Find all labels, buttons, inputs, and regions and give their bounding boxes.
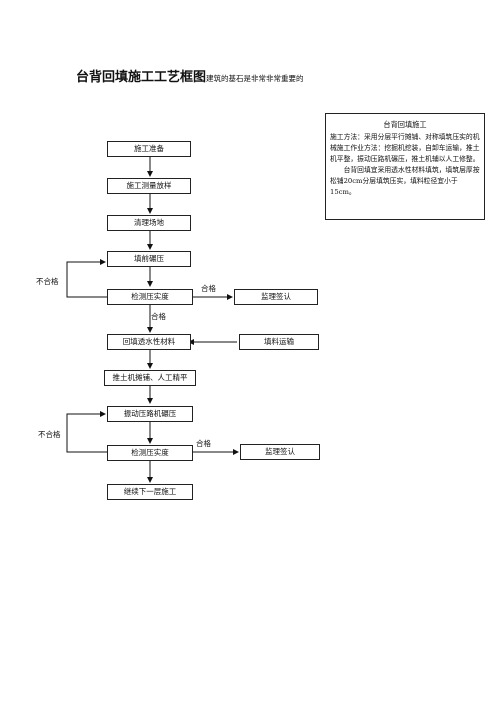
- step-prep: 施工准备: [107, 141, 191, 157]
- note-box: 台背回填施工 施工方法：采用分层平行摊铺、对称填筑压实的机械施工作业方法：挖掘机…: [325, 113, 485, 220]
- step-vibrate: 振动压路机碾压: [107, 406, 193, 422]
- step-survey: 施工测量放样: [107, 178, 191, 194]
- step-check2: 检测压实度: [107, 445, 193, 461]
- loop-fail2: [66, 411, 107, 453]
- loop-fail1: [66, 259, 107, 298]
- label-pass1-right: 合格: [201, 284, 216, 293]
- step-next: 继续下一层施工: [107, 484, 193, 500]
- page-title: 台背回填施工工艺框图建筑的基石是非常非常重要的: [76, 66, 304, 85]
- title-main: 台背回填施工工艺框图: [76, 70, 207, 85]
- side-supervise1: 监理签认: [234, 289, 318, 305]
- step-spread: 推土机摊铺、人工精平: [104, 370, 196, 386]
- label-pass2-right: 合格: [196, 439, 211, 448]
- step-clear: 清理场地: [107, 215, 191, 231]
- step-check1: 检测压实度: [107, 289, 193, 305]
- step-backfill: 回填透水性材料: [107, 334, 191, 350]
- label-fail2: 不合格: [38, 430, 61, 439]
- title-subtitle: 建筑的基石是非常非常重要的: [206, 74, 304, 83]
- label-fail1: 不合格: [36, 277, 59, 286]
- note-title: 台背回填施工: [383, 120, 427, 129]
- step-precompact: 填前碾压: [107, 251, 191, 267]
- note-paragraph-material: 台背回填宜采用透水性材料填筑，填筑层厚按松铺20cm分层填筑压实，填料粒径宜小于…: [330, 166, 480, 196]
- side-supervise2: 监理签认: [240, 444, 320, 460]
- note-paragraph-method: 施工方法：采用分层平行摊铺、对称填筑压实的机械施工作业方法：挖掘机挖装，自卸车运…: [330, 133, 480, 163]
- side-transport: 填料运输: [239, 334, 319, 350]
- label-pass1-down: 合格: [151, 312, 166, 321]
